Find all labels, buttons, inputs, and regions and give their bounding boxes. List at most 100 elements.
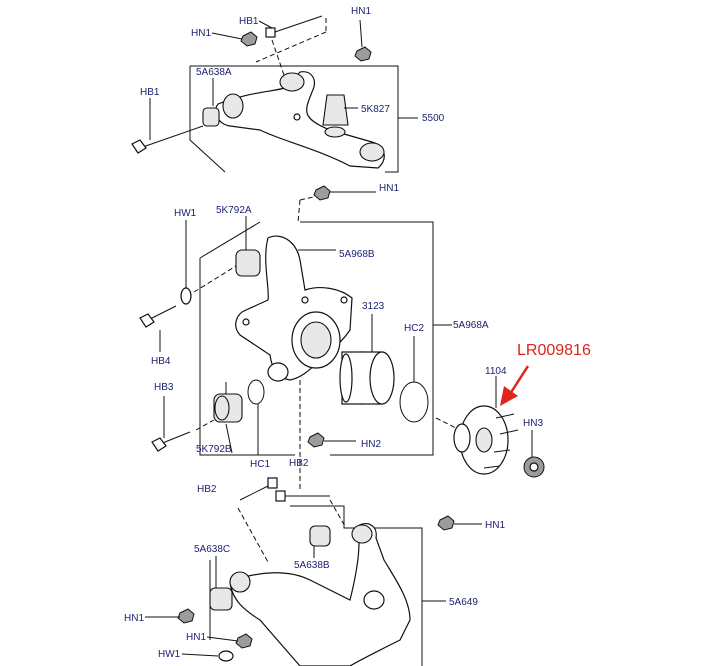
label-hb3: HB3 [154,382,174,393]
label-5a968a: 5A968A [453,320,489,331]
bearing-3123-face [369,351,395,405]
knuckle-hole-1 [242,318,250,326]
knuckle-frame [300,221,434,456]
label-hc2: HC2 [404,323,424,334]
label-5a638c: 5A638C [194,544,230,555]
lower-arm-group [177,477,482,666]
dash-to-hn1 [299,195,319,201]
leader-hw1-bottom [181,653,219,657]
nut-hn1-top-left [240,31,258,47]
bolt-hb2-left [239,485,269,501]
bolt-hb4-head [139,313,155,328]
leader-hn1-top-left [211,32,243,40]
label-hw1-bottom: HW1 [158,649,181,660]
label-5a638b: 5A638B [294,560,330,571]
knuckle-hole-3 [301,296,309,304]
bolt-hb2-mid-head [275,490,286,502]
upper-arm-frame [190,65,399,173]
upper-arm-hole [293,113,301,121]
upper-arm-frame-left [189,66,226,173]
circlip-hc2 [399,381,429,423]
dash-hb2 [237,507,269,563]
label-hb2-mid: HB2 [289,458,309,469]
dash-hb4 [193,265,237,293]
label-5a968b: 5A968B [339,249,375,260]
label-5a649: 5A649 [449,597,478,608]
knuckle-group [139,216,452,490]
dash-hb1-diag [255,31,327,63]
label-hn1-bottom: HN1 [186,632,206,643]
knuckle-bore-inner [300,321,332,359]
stud-3 [493,449,511,453]
label-1104: 1104 [485,366,507,377]
label-hb1-top: HB1 [239,16,259,27]
nut-hn1-bottom [235,633,253,649]
label-hn3: HN3 [523,418,543,429]
label-3123: 3123 [362,301,385,312]
bearing-3123-back [339,353,353,403]
bump-stop-5k827 [322,94,349,126]
lower-arm-eye [363,590,385,610]
hub-centre [475,427,493,453]
bolt-hb3-head [151,437,167,452]
knuckle-hole-2 [340,296,348,304]
circlip-hc1 [247,379,265,405]
knuckle-lower-eye [267,362,289,382]
bush-5a638a [202,107,220,127]
leader-hn1-bottom [206,636,239,642]
label-hn1-lower-right: HN1 [485,520,505,531]
label-5a638a: 5A638A [196,67,232,78]
hub-group [435,365,545,478]
bolt-hb4 [147,305,177,321]
lower-arm-frame [290,505,423,666]
callout-part-number: LR009816 [517,342,591,359]
nut-hn1-lower-left [177,608,195,624]
label-hn1-top-right: HN1 [351,6,371,17]
stud-4 [483,465,501,469]
label-hw1-mid: HW1 [174,208,197,219]
dash-hb2-mid [329,499,347,529]
label-hn1-top-left: HN1 [191,28,211,39]
nut-hn1-mid [313,185,331,201]
callout-arrow-head [500,386,518,406]
label-hn1-lower-left: HN1 [124,613,144,624]
bush-5k792b-face [214,395,230,421]
bolt-hb1-top-head [265,27,276,38]
nut-hn1-lower-right [437,515,455,531]
label-hc1: HC1 [250,459,270,470]
washer-hw1-bottom [218,650,234,662]
bush-5k792a [235,249,261,277]
bolt-hb1-left-head [131,139,147,154]
lower-arm-bush-left [229,571,251,593]
leader-hn1-top-right [359,19,363,48]
bush-5a638b [309,525,331,547]
hub-shaft [453,423,471,453]
label-5k792b: 5K792B [196,444,232,455]
nut-hn2 [307,432,325,448]
dash-hb1-top [271,39,286,79]
label-hb4: HB4 [151,356,171,367]
bump-stop-base [324,126,346,138]
upper-arm-bush-right [359,142,385,162]
bolt-hb3 [159,431,191,445]
knuckle-frame-left [199,258,295,456]
label-5k792a: 5K792A [216,205,252,216]
washer-hw1 [180,287,192,305]
dash-hub [435,417,457,429]
bolt-hb1-left [139,125,204,149]
upper-arm-bush-left [222,93,244,119]
stud-1 [495,413,515,419]
nut-hn1-top-right [354,46,372,62]
label-hn1-mid: HN1 [379,183,399,194]
stud-2 [499,429,519,435]
upper-arm-group [131,15,418,173]
bush-5a638c [209,587,233,611]
leader-5k792b [225,423,233,454]
label-5k827: 5K827 [361,104,390,115]
leader-hb1-top [258,20,273,29]
lower-arm-body [229,523,411,666]
upper-arm-bush-top [279,72,305,92]
bolt-hb2-left-head [267,477,278,489]
nut-hn3-hole [529,462,539,472]
bolt-hb1-top [271,15,323,34]
